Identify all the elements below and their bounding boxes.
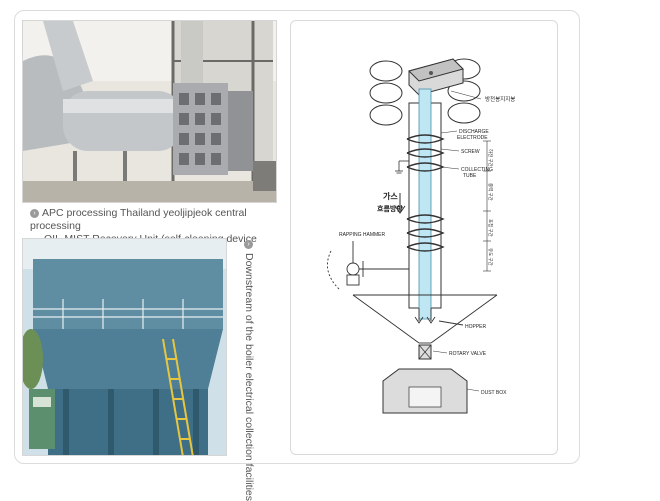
label-collecting: COLLECTING [461, 167, 493, 173]
label-screw: SCREW [461, 149, 480, 155]
label-rotary-valve: ROTARY VALVE [449, 351, 487, 357]
label-rapping-hammer: RAPPING HAMMER [339, 232, 386, 238]
caption-photo2-text: Downstream of the boiler electrical coll… [243, 253, 255, 501]
label-gas: 가스 [383, 191, 398, 201]
label-zone3: 포집 구간 [487, 219, 494, 237]
label-zone4: 유도 구간 [487, 248, 494, 266]
label-tube: TUBE [463, 173, 477, 179]
caption-photo1-line1: APC processing Thailand yeoljipjeok cent… [30, 207, 247, 232]
label-hopper: HOPPER [465, 324, 487, 330]
caption-bullet-icon: › [30, 208, 39, 218]
label-electrode: ELECTRODE [457, 135, 488, 141]
photo-boiler-collection-facilities [22, 238, 227, 456]
label-electrode-support: 방전봉지지봉 [485, 95, 515, 103]
label-gas-flow-direction: 흐름방향 [377, 204, 403, 213]
photo-apc-oil-mist-unit [22, 20, 277, 203]
label-discharge: DISCHARGE [459, 129, 489, 135]
electrostatic-precipitator-diagram: 방전봉지지봉 DISCHARGE ELECTRODE SCREW COLLECT… [290, 20, 558, 455]
label-zone1: 하전 구간 [487, 149, 494, 167]
label-dust-box: DUST BOX [481, 390, 507, 396]
label-zone2: 중력 구간 [487, 183, 494, 201]
caption-photo2: › Downstream of the boiler electrical col… [239, 240, 255, 501]
caption-bullet-icon: › [244, 240, 254, 249]
